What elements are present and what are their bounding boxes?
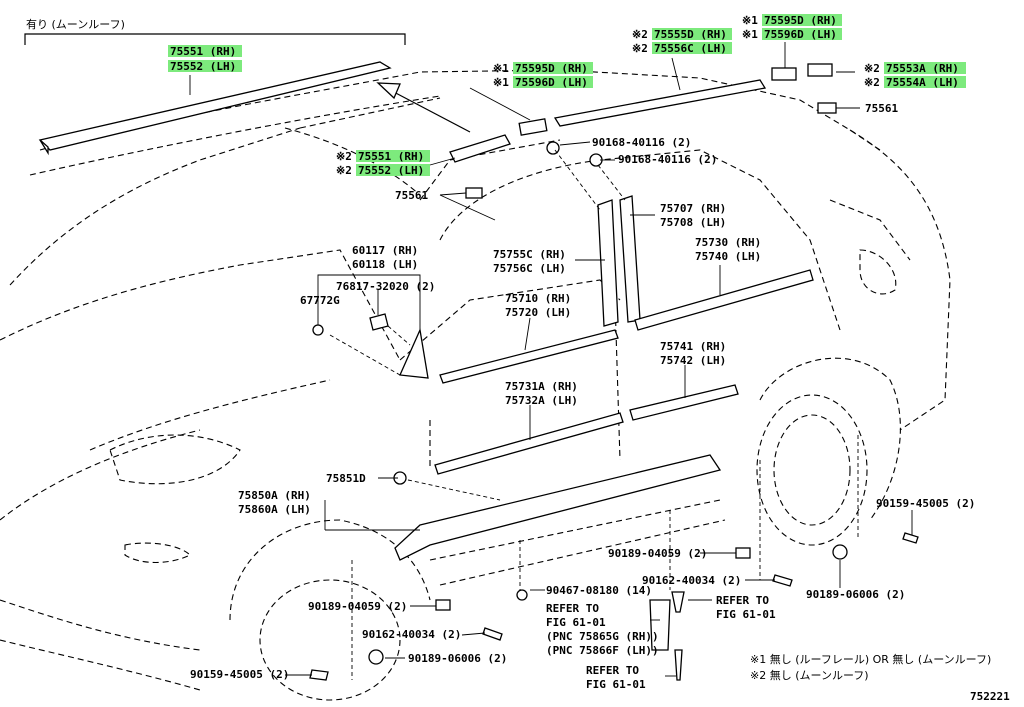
label-75720[interactable]: 75720 (LH) — [505, 306, 571, 319]
figure-id: 752221 — [970, 690, 1010, 703]
label-75561-a[interactable]: 75561 — [865, 102, 898, 115]
label-75742[interactable]: 75742 (LH) — [660, 354, 726, 367]
group-label: 有り (ムーンルーフ) — [26, 17, 125, 31]
labels: 有り (ムーンルーフ) 75551 (RH) 75552 (LH) ※2 755… — [26, 14, 1010, 703]
label-90189-a[interactable]: 90189-04059 (2) — [308, 600, 407, 613]
label-75596d-b[interactable]: 75596D (LH) — [764, 28, 837, 41]
leader-lines — [24, 33, 913, 680]
label-75561-b[interactable]: 75561 — [395, 189, 428, 202]
mark-2-c: ※2 — [632, 28, 648, 41]
mark-2-f: ※2 — [864, 76, 880, 89]
label-90159-a[interactable]: 90159-45005 (2) — [876, 497, 975, 510]
mark-1-c: ※1 — [742, 14, 758, 27]
label-75732a[interactable]: 75732A (LH) — [505, 394, 578, 407]
mark-2-d: ※2 — [632, 42, 648, 55]
label-75740[interactable]: 75740 (LH) — [695, 250, 761, 263]
door-molding-75730[interactable] — [634, 269, 814, 331]
label-90168-b[interactable]: 90168-40116 (2) — [618, 153, 717, 166]
label-75707[interactable]: 75707 (RH) — [660, 202, 726, 215]
rocker-panel-75850a[interactable] — [394, 454, 722, 561]
door-molding-75710[interactable] — [439, 329, 619, 384]
arrow-icon — [389, 89, 471, 133]
label-75741[interactable]: 75741 (RH) — [660, 340, 726, 353]
label-60117[interactable]: 60117 (RH) — [352, 244, 418, 257]
label-75553a[interactable]: 75553A (RH) — [886, 62, 959, 75]
label-75731a[interactable]: 75731A (RH) — [505, 380, 578, 393]
label-75552-b[interactable]: 75552 (LH) — [358, 164, 424, 177]
mirror-base-60117[interactable] — [399, 327, 429, 379]
label-75551-b[interactable]: 75551 (RH) — [358, 150, 424, 163]
label-90467[interactable]: 90467-08180 (14) — [546, 584, 652, 597]
label-refer2a[interactable]: REFER TO — [716, 594, 769, 607]
label-pnc1[interactable]: (PNC 75865G (RH)) — [546, 630, 659, 643]
note-2: ※2 無し (ムーンルーフ) — [750, 668, 869, 682]
label-pnc2[interactable]: (PNC 75866F (LH)) — [546, 644, 659, 657]
car-body-outline — [0, 69, 951, 701]
label-75552-a[interactable]: 75552 (LH) — [170, 60, 236, 73]
label-75710[interactable]: 75710 (RH) — [505, 292, 571, 305]
label-60118[interactable]: 60118 (LH) — [352, 258, 418, 271]
mark-2-e: ※2 — [864, 62, 880, 75]
pillar-garnish-75755c[interactable] — [597, 199, 619, 327]
label-90189-b[interactable]: 90189-06006 (2) — [408, 652, 507, 665]
door-lower-molding-75731a[interactable] — [434, 412, 624, 475]
roof-strip-75555d[interactable] — [553, 79, 767, 127]
mark-2-b: ※2 — [336, 164, 352, 177]
label-refer1b[interactable]: FIG 61-01 — [546, 616, 606, 629]
label-75595d-a[interactable]: 75595D (RH) — [515, 62, 588, 75]
label-75755c[interactable]: 75755C (RH) — [493, 248, 566, 261]
parts — [38, 61, 919, 681]
label-refer1a[interactable]: REFER TO — [546, 602, 599, 615]
roof-molding-short[interactable] — [449, 134, 511, 163]
label-90162-b[interactable]: 90162-40034 (2) — [642, 574, 741, 587]
label-75730[interactable]: 75730 (RH) — [695, 236, 761, 249]
label-refer3b[interactable]: FIG 61-01 — [586, 678, 646, 691]
label-90162-a[interactable]: 90162-40034 (2) — [362, 628, 461, 641]
mark-2-a: ※2 — [336, 150, 352, 163]
label-refer3a[interactable]: REFER TO — [586, 664, 639, 677]
note-1: ※1 無し (ルーフレール) OR 無し (ムーンルーフ) — [750, 652, 991, 666]
label-76817[interactable]: 76817-32020 (2) — [336, 280, 435, 293]
label-75554a[interactable]: 75554A (LH) — [886, 76, 959, 89]
label-75551-a[interactable]: 75551 (RH) — [170, 45, 236, 58]
label-75708[interactable]: 75708 (LH) — [660, 216, 726, 229]
label-90159-b[interactable]: 90159-45005 (2) — [190, 668, 289, 681]
label-75756c[interactable]: 75756C (LH) — [493, 262, 566, 275]
label-90189-c[interactable]: 90189-04059 (2) — [608, 547, 707, 560]
label-refer2b[interactable]: FIG 61-01 — [716, 608, 776, 621]
label-90189-d[interactable]: 90189-06006 (2) — [806, 588, 905, 601]
label-75555d[interactable]: 75555D (RH) — [654, 28, 727, 41]
label-75850a[interactable]: 75850A (RH) — [238, 489, 311, 502]
label-75596d-a[interactable]: 75596D (LH) — [515, 76, 588, 89]
mark-1-a: ※1 — [493, 62, 509, 75]
door-lower-molding-75741[interactable] — [629, 384, 739, 421]
label-75851d[interactable]: 75851D — [326, 472, 366, 485]
label-90168-a[interactable]: 90168-40116 (2) — [592, 136, 691, 149]
mark-1-d: ※1 — [742, 28, 758, 41]
label-67772g[interactable]: 67772G — [300, 294, 340, 307]
mark-1-b: ※1 — [493, 76, 509, 89]
label-75556c[interactable]: 75556C (LH) — [654, 42, 727, 55]
roof-molding-75551[interactable] — [38, 61, 392, 151]
label-75595d-b[interactable]: 75595D (RH) — [764, 14, 837, 27]
label-75860a[interactable]: 75860A (LH) — [238, 503, 311, 516]
